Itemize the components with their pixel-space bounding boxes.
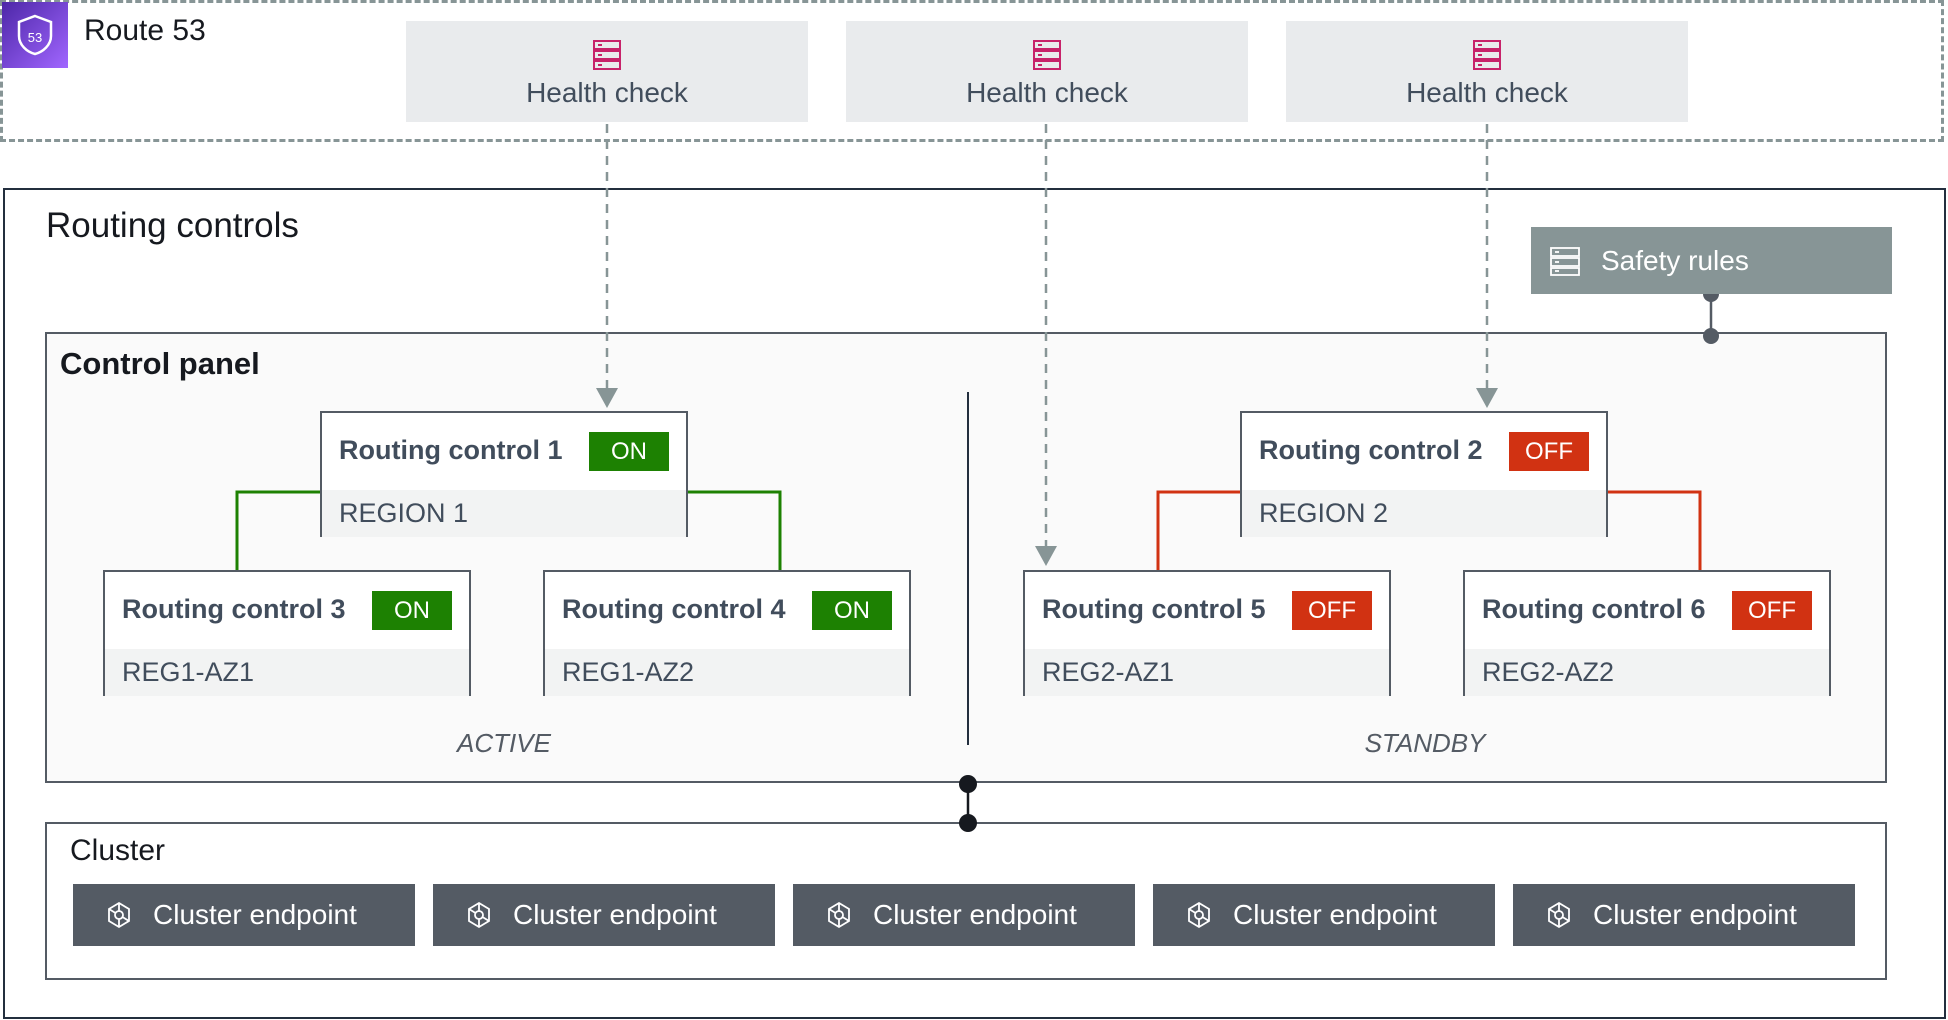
routing-control-3[interactable]: Routing control 3 ON REG1-AZ1 (103, 570, 471, 696)
cluster-endpoint-label: Cluster endpoint (873, 899, 1077, 930)
cluster-endpoint-label: Cluster endpoint (153, 899, 357, 930)
routing-control-header: Routing control 3 ON (105, 572, 469, 651)
routing-control-state-badge[interactable]: OFF (1509, 432, 1589, 471)
region-label: REG1-AZ1 (122, 657, 255, 687)
health-check-icon (593, 40, 621, 70)
health-check-1[interactable]: Health check (406, 21, 808, 122)
health-check-label: Health check (1406, 77, 1568, 108)
routing-control-state-badge[interactable]: ON (372, 591, 452, 630)
routing-controls-title: Routing controls (46, 206, 299, 245)
cluster-endpoint-icon (1548, 901, 1570, 929)
routing-control-state-badge[interactable]: OFF (1732, 591, 1812, 630)
route53-logo: 53 (2, 2, 68, 68)
routing-control-region: REGION 2 (1242, 490, 1606, 537)
standby-zone-label: STANDBY (1364, 728, 1486, 758)
routing-control-header: Routing control 2 OFF (1242, 413, 1606, 492)
routing-control-region: REG2-AZ1 (1025, 649, 1389, 696)
cluster-endpoint-label: Cluster endpoint (1233, 899, 1437, 930)
routing-control-name: Routing control 6 (1482, 594, 1706, 624)
route53-shield-icon: 53 (17, 14, 53, 56)
health-check-label: Health check (966, 77, 1128, 108)
cluster-endpoint-icon (108, 901, 130, 929)
routing-control-header: Routing control 6 OFF (1465, 572, 1829, 651)
health-check-icon (1473, 40, 1501, 70)
health-check-2[interactable]: Health check (846, 21, 1248, 122)
route53-group (0, 0, 1944, 142)
routing-control-name: Routing control 3 (122, 594, 346, 624)
routing-control-1[interactable]: Routing control 1 ON REGION 1 (320, 411, 688, 537)
routing-controls-group (3, 188, 1946, 1019)
cluster-endpoint-icon (468, 901, 490, 929)
routing-control-name: Routing control 4 (562, 594, 786, 624)
safety-rules-label: Safety rules (1601, 244, 1749, 276)
health-check-icon (1033, 40, 1061, 70)
routing-control-name: Routing control 5 (1042, 594, 1266, 624)
routing-control-name: Routing control 1 (339, 435, 563, 465)
region-label: REGION 1 (339, 498, 469, 528)
cluster-endpoint-1[interactable]: Cluster endpoint (73, 884, 415, 946)
routing-control-header: Routing control 4 ON (545, 572, 909, 651)
region-label: REG2-AZ1 (1042, 657, 1175, 687)
routing-control-2[interactable]: Routing control 2 OFF REGION 2 (1240, 411, 1608, 537)
cluster-endpoint-3[interactable]: Cluster endpoint (793, 884, 1135, 946)
routing-control-4[interactable]: Routing control 4 ON REG1-AZ2 (543, 570, 911, 696)
svg-text:53: 53 (28, 30, 42, 45)
control-panel-group (45, 332, 1887, 783)
cluster-endpoint-2[interactable]: Cluster endpoint (433, 884, 775, 946)
routing-control-region: REG1-AZ2 (545, 649, 909, 696)
health-check-label: Health check (526, 77, 688, 108)
control-panel-title: Control panel (60, 346, 260, 381)
routing-control-5[interactable]: Routing control 5 OFF REG2-AZ1 (1023, 570, 1391, 696)
safety-rules-icon (1550, 246, 1580, 276)
cluster-endpoint-5[interactable]: Cluster endpoint (1513, 884, 1855, 946)
cluster-title: Cluster (70, 834, 166, 867)
routing-control-header: Routing control 1 ON (322, 413, 686, 492)
routing-control-name: Routing control 2 (1259, 435, 1483, 465)
routing-control-region: REG2-AZ2 (1465, 649, 1829, 696)
cluster-endpoint-icon (828, 901, 850, 929)
routing-control-region: REGION 1 (322, 490, 686, 537)
routing-control-region: REG1-AZ1 (105, 649, 469, 696)
routing-control-header: Routing control 5 OFF (1025, 572, 1389, 651)
routing-control-state-badge[interactable]: OFF (1292, 591, 1372, 630)
region-label: REG1-AZ2 (562, 657, 695, 687)
cluster-endpoint-label: Cluster endpoint (1593, 899, 1797, 930)
active-zone-label: ACTIVE (457, 728, 551, 758)
route53-title: Route 53 (84, 14, 206, 47)
routing-control-6[interactable]: Routing control 6 OFF REG2-AZ2 (1463, 570, 1831, 696)
region-label: REG2-AZ2 (1482, 657, 1615, 687)
routing-control-state-badge[interactable]: ON (589, 432, 669, 471)
region-label: REGION 2 (1259, 498, 1389, 528)
health-check-3[interactable]: Health check (1286, 21, 1688, 122)
cluster-endpoint-4[interactable]: Cluster endpoint (1153, 884, 1495, 946)
routing-control-state-badge[interactable]: ON (812, 591, 892, 630)
safety-rules-box[interactable]: Safety rules (1531, 227, 1892, 294)
cluster-endpoint-label: Cluster endpoint (513, 899, 717, 930)
cluster-endpoint-icon (1188, 901, 1210, 929)
